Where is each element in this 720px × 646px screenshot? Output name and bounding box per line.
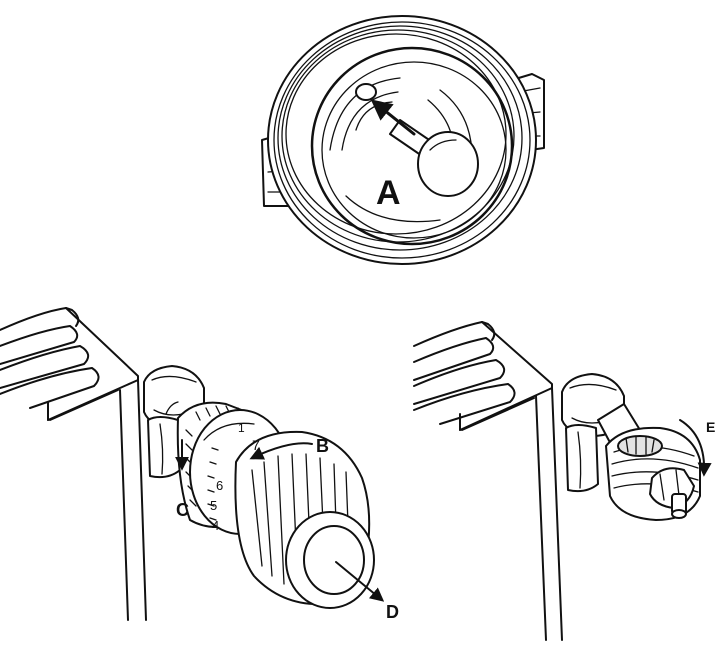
label-c: C bbox=[176, 500, 189, 520]
label-d: D bbox=[386, 602, 399, 622]
label-b: B bbox=[316, 436, 329, 456]
valve-insert-icon bbox=[605, 426, 701, 521]
dial-number-1: 1 bbox=[238, 421, 245, 435]
arrow-b bbox=[249, 442, 313, 460]
dial-number-6: 6 bbox=[216, 478, 223, 493]
valve-adapter-ring-icon bbox=[261, 15, 545, 265]
arrow-e bbox=[679, 419, 712, 477]
radiator-right-icon bbox=[413, 321, 563, 641]
pipe-connector-right-icon bbox=[561, 373, 641, 493]
arrow-d bbox=[335, 561, 385, 602]
dial-number-5: 5 bbox=[210, 498, 217, 513]
label-e: E bbox=[706, 419, 715, 435]
dial-number-7: 7 bbox=[252, 437, 260, 453]
label-a: A bbox=[376, 174, 401, 212]
dial-number-4: 4 bbox=[212, 518, 219, 533]
thermostatic-head-icon bbox=[176, 401, 375, 609]
radiator-left-icon bbox=[0, 307, 147, 621]
